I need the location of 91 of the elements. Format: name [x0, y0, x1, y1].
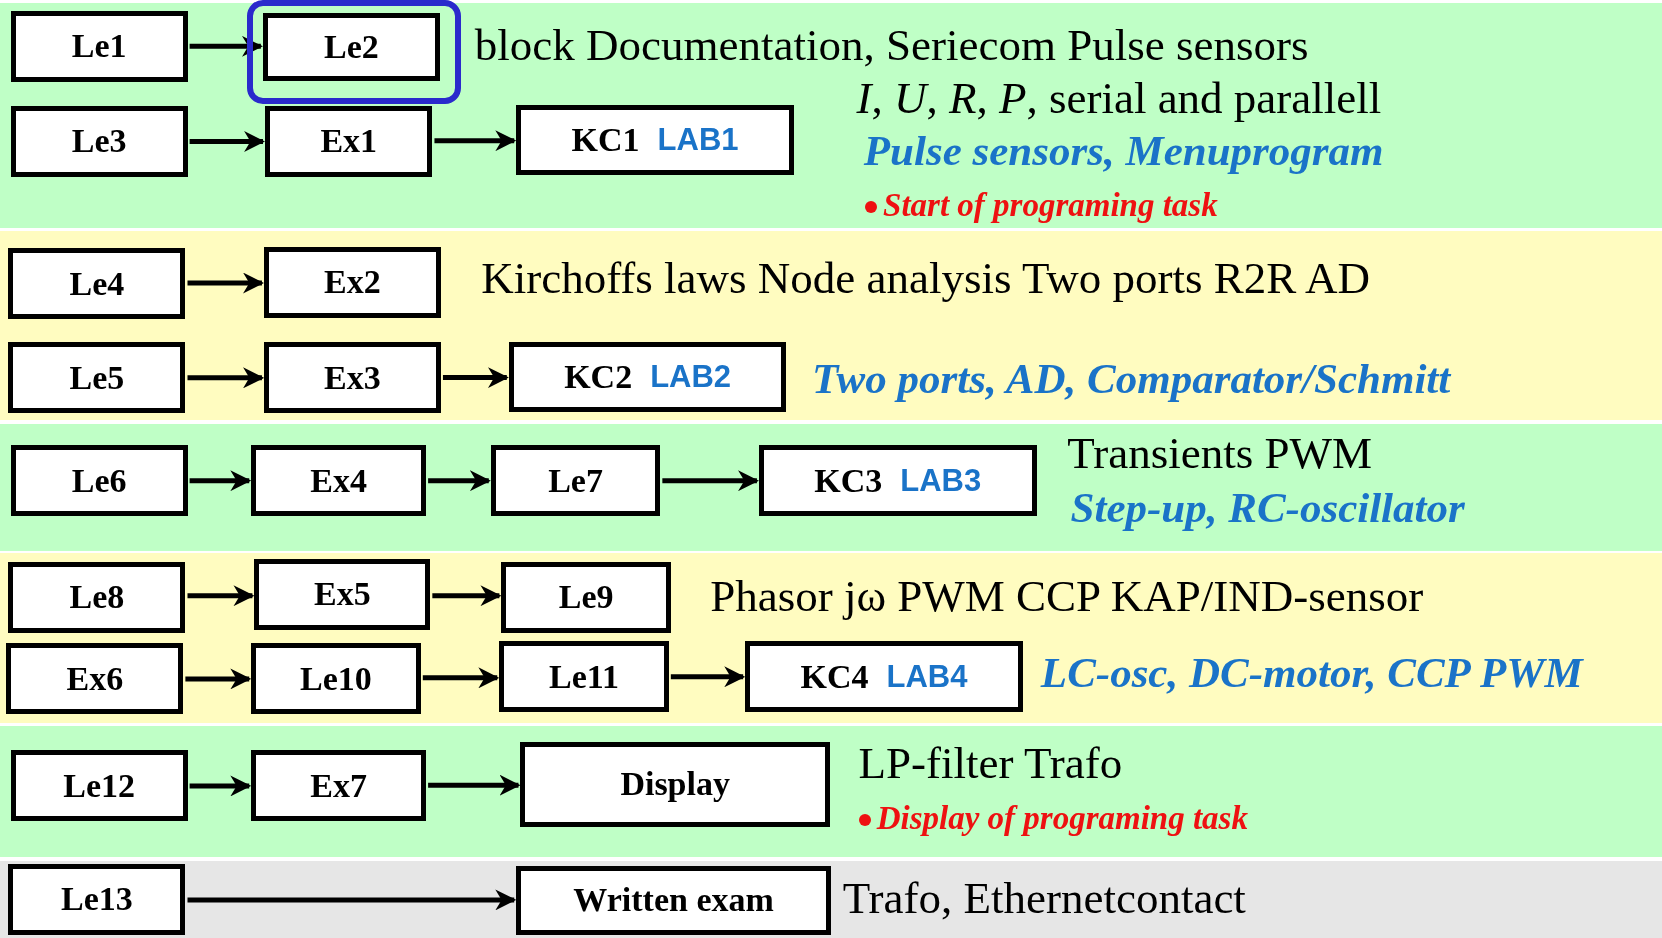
section-band [0, 553, 1662, 723]
lab-label: LAB2 [650, 359, 732, 396]
topic-text: Kirchoffs laws Node analysis Two ports R2R AD [481, 254, 1371, 304]
arrow [187, 889, 517, 911]
process-box [8, 863, 186, 935]
process-box [251, 445, 427, 517]
arrow [442, 367, 509, 389]
box-label: Ex3 [324, 358, 381, 397]
box-label: Ex7 [310, 766, 367, 805]
note-text: Display of programing task [876, 800, 1248, 837]
topic-text: block Documentation, Seriecom Pulse sensors [474, 21, 1309, 71]
arrow [422, 667, 500, 689]
process-box [490, 445, 661, 517]
arrow [189, 131, 266, 152]
process-box [745, 641, 1023, 713]
arrow [189, 775, 252, 797]
section-band [0, 231, 1662, 420]
section-band [0, 3, 1662, 228]
process-box [10, 106, 188, 177]
box-label: Ex5 [314, 575, 371, 614]
process-box [251, 750, 427, 822]
box-label: KC2 [564, 358, 633, 397]
box-label: Le6 [71, 461, 127, 500]
box-label: Le1 [71, 27, 127, 66]
process-box [499, 641, 669, 713]
arrow [189, 470, 252, 492]
lab-label: LAB1 [657, 121, 739, 158]
lab-topic-text: Two ports, AD, Comparator/Schmitt [811, 355, 1451, 403]
box-label: Ex6 [66, 659, 124, 698]
process-box [6, 643, 184, 715]
process-box [758, 445, 1037, 517]
topic-text: I, U, R, P, serial and parallell [856, 74, 1382, 124]
arrow [428, 774, 521, 796]
process-box [8, 248, 186, 320]
arrow [428, 470, 491, 492]
lab-topic-text: Pulse sensors, Menuprogram [863, 127, 1384, 175]
box-label: Le7 [548, 461, 603, 500]
box-label: Le2 [323, 27, 379, 66]
process-box [263, 246, 441, 318]
process-box [520, 741, 830, 827]
topic-text: Trafo, Ethernetcontact [842, 874, 1246, 924]
lab-topic-text: LC-osc, DC-motor, CCP PWM [1040, 648, 1583, 696]
box-label: Le8 [69, 578, 125, 617]
process-box [516, 104, 794, 175]
box-label: KC1 [571, 120, 640, 159]
process-box [10, 10, 188, 82]
topic-text: Transients PWM [1067, 429, 1372, 479]
note-text: Start of programing task [883, 186, 1218, 223]
box-label: Display [620, 765, 730, 804]
process-box [10, 445, 188, 517]
section-band [0, 423, 1662, 552]
arrow [189, 35, 263, 57]
process-box [501, 561, 671, 633]
arrow [187, 585, 255, 607]
topic-text: Phasor jω PWM CCP KAP/IND-sensor [710, 572, 1424, 622]
topic-text: LP-filter Trafo [858, 738, 1123, 789]
box-label: Le4 [69, 264, 125, 303]
box-label: Le5 [69, 358, 125, 397]
process-box [10, 750, 188, 822]
box-label: Ex2 [324, 263, 381, 302]
box-label: KC3 [814, 461, 883, 500]
arrow [185, 668, 252, 690]
process-box [516, 865, 831, 935]
box-label: Written exam [573, 881, 774, 920]
box-label: Le3 [71, 122, 127, 161]
box-label: Ex1 [320, 122, 378, 161]
process-box [251, 643, 421, 715]
box-label: Le11 [549, 657, 619, 696]
box-label: Le10 [300, 659, 372, 698]
arrow [662, 470, 759, 492]
process-box [265, 106, 433, 177]
box-label: Le13 [61, 880, 133, 919]
arrow [187, 367, 265, 389]
process-box [8, 561, 186, 633]
process-box [263, 342, 441, 414]
lab-label: LAB4 [886, 658, 968, 695]
lab-label: LAB3 [900, 462, 982, 499]
section-band [0, 726, 1662, 858]
process-box [262, 12, 440, 81]
box-label: Le9 [558, 578, 614, 617]
arrow [432, 585, 502, 607]
process-box [254, 558, 431, 630]
box-label: Le12 [63, 766, 135, 805]
arrow [434, 130, 517, 152]
process-box [8, 342, 186, 414]
process-box [508, 342, 787, 413]
arrow [187, 272, 265, 294]
box-label: Ex4 [310, 461, 367, 500]
lab-topic-text: Step-up, RC-oscillator [1070, 484, 1465, 532]
box-label: KC4 [800, 657, 869, 696]
arrow [670, 666, 746, 688]
